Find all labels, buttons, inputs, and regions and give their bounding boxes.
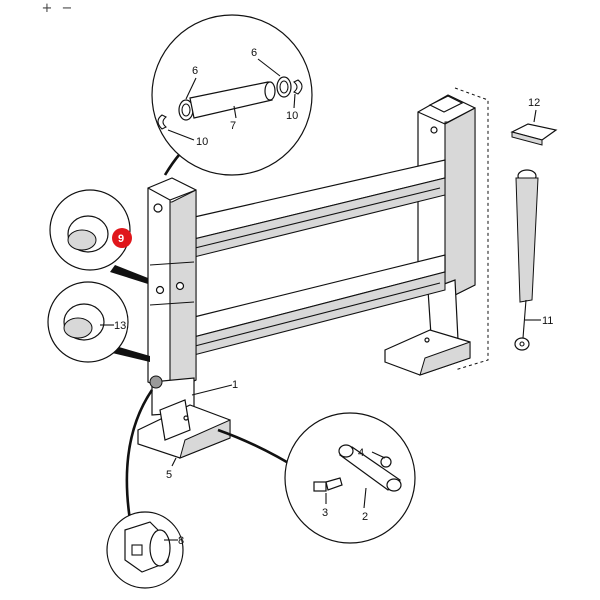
detail-pin-assembly [151, 14, 313, 176]
callout-12: 12 [528, 97, 540, 109]
callout-9-highlight[interactable] [112, 228, 132, 248]
left-post [147, 177, 197, 393]
callout-8: 8 [178, 535, 184, 547]
callout-2: 2 [362, 511, 368, 523]
callout-10a: 10 [196, 136, 208, 148]
callout-9[interactable]: 9 [118, 233, 124, 245]
gas-strut-part-11 [514, 169, 539, 351]
callout-3: 3 [322, 507, 328, 519]
callouts: 6 6 7 10 10 9 13 1 5 8 4 3 2 12 11 [112, 47, 553, 547]
detail-pin-bolt [217, 412, 416, 544]
right-foot [384, 279, 471, 376]
zoom-out-button[interactable]: − [61, 1, 73, 16]
cap-part-12 [510, 123, 558, 146]
right-post [417, 94, 476, 301]
callout-11: 11 [542, 315, 553, 327]
callout-6b: 6 [251, 47, 257, 59]
main-frame [137, 94, 476, 459]
callout-13: 13 [114, 320, 126, 332]
dashed-bracket [454, 87, 489, 371]
leader-lines [100, 109, 541, 541]
left-foot [137, 375, 231, 459]
detail-cap-9 [49, 189, 148, 284]
callout-5: 5 [166, 469, 172, 481]
upper-rail [189, 159, 446, 259]
zoom-in-button[interactable]: + [41, 1, 53, 16]
detail-plug-8 [106, 389, 184, 589]
detail-cap-13 [47, 281, 150, 363]
callout-10b: 10 [286, 110, 298, 122]
callout-6a: 6 [192, 65, 198, 77]
callout-4: 4 [358, 447, 364, 459]
callout-1: 1 [232, 379, 238, 391]
callout-7: 7 [230, 120, 236, 132]
